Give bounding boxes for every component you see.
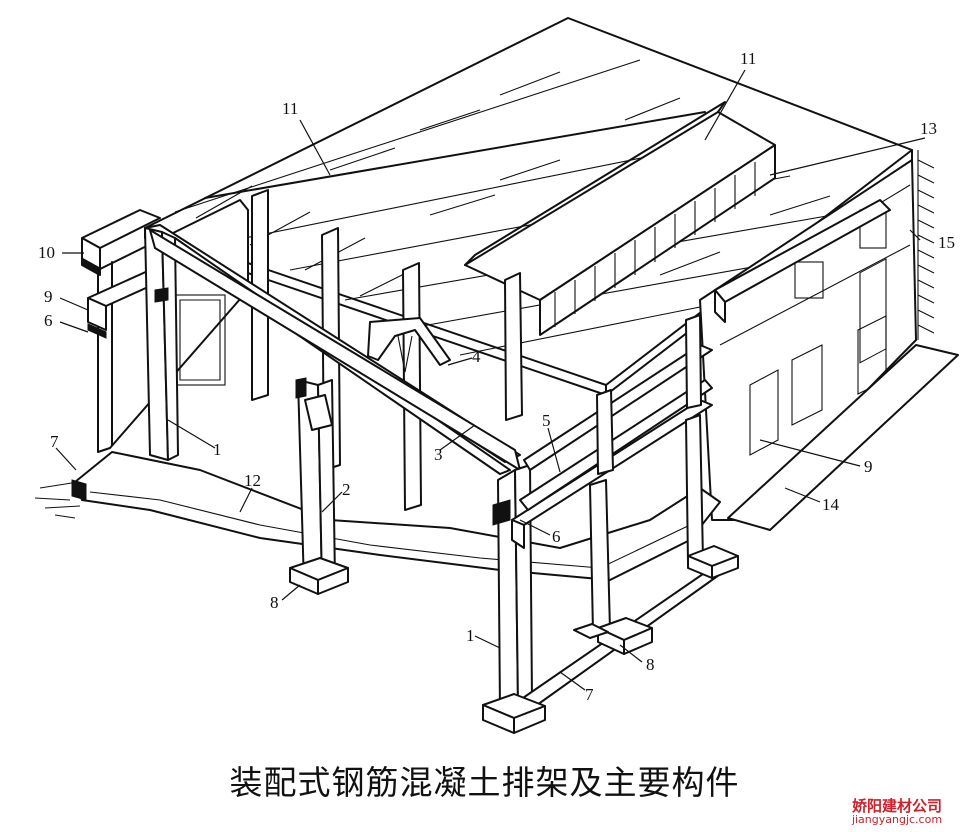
leader-lines — [55, 69, 926, 691]
callout-13: 13 — [920, 119, 937, 138]
callout-11-right: 11 — [740, 49, 756, 68]
callout-14: 14 — [822, 495, 840, 514]
ground-floor — [34, 451, 721, 581]
callout-7-front: 7 — [585, 685, 594, 704]
callout-3: 3 — [434, 445, 443, 464]
skylight — [464, 101, 776, 336]
callout-6-left: 6 — [44, 311, 53, 330]
callout-4: 4 — [472, 347, 481, 366]
footings — [289, 545, 739, 734]
watermark: 娇阳建材公司 jiangyangjc.com — [833, 796, 961, 827]
callout-5: 5 — [542, 411, 551, 430]
callout-7-left: 7 — [50, 432, 59, 451]
callout-12: 12 — [244, 471, 261, 490]
callout-1-front: 1 — [466, 626, 475, 645]
callout-1-left: 1 — [213, 440, 222, 459]
callout-15: 15 — [938, 233, 955, 252]
callout-10: 10 — [38, 243, 55, 262]
watermark-url: jiangyangjc.com — [851, 813, 943, 827]
callout-8-right: 8 — [646, 655, 655, 674]
watermark-name: 娇阳建材公司 — [851, 796, 942, 815]
callout-9-left: 9 — [44, 287, 53, 306]
callout-9-right: 9 — [864, 457, 873, 476]
diagram-caption: 装配式钢筋混凝土排架及主要构件 — [229, 763, 740, 802]
callout-labels: 11 11 13 15 10 9 6 4 5 1 3 7 12 2 6 9 14… — [38, 49, 955, 704]
callout-2: 2 — [342, 480, 351, 499]
callout-6-front: 6 — [552, 527, 561, 546]
callout-11-left: 11 — [282, 99, 298, 118]
callout-8-left: 8 — [270, 593, 279, 612]
right-wall — [699, 150, 959, 531]
front-portal-frame — [149, 229, 727, 711]
